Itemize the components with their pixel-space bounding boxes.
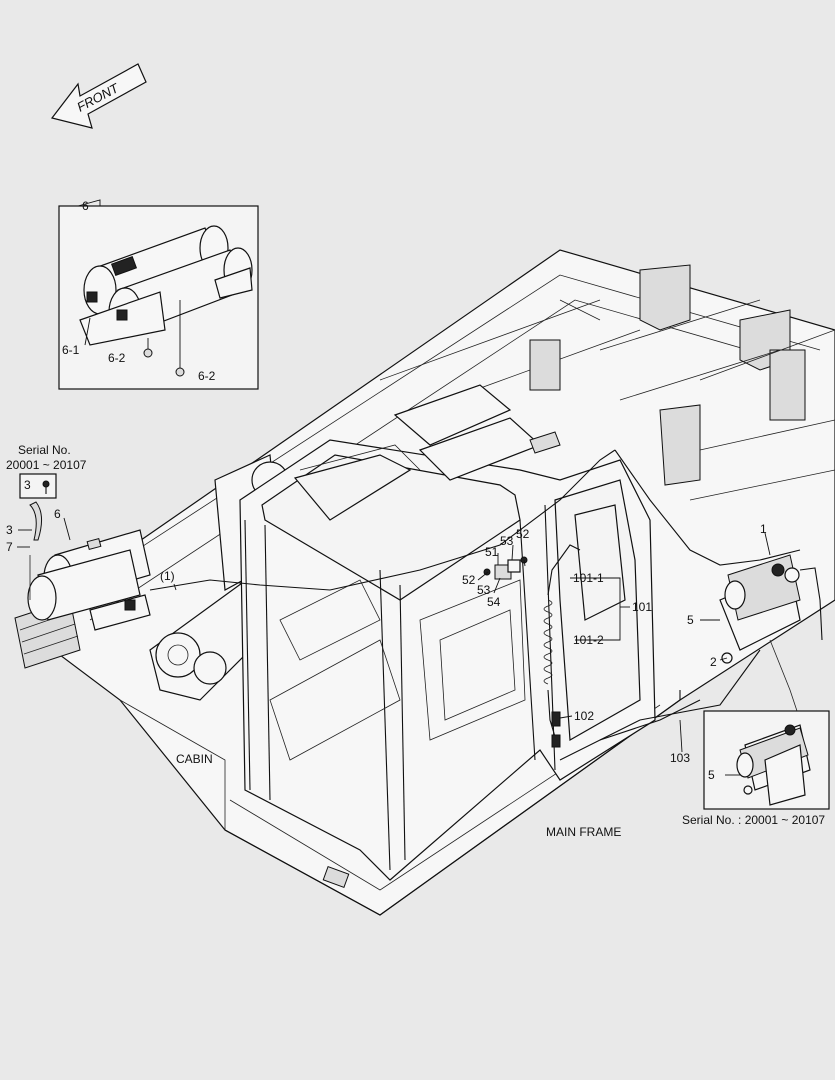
compressor-main: [719, 554, 823, 664]
callout-53a: 53: [500, 534, 514, 548]
air-lines: [149, 449, 801, 761]
callout-3: 3: [6, 523, 13, 537]
callout-101-2: 101-2: [573, 633, 604, 647]
inset-tank-label-top: 6: [82, 199, 89, 213]
inset-tank-label-6-2a: 6-2: [108, 351, 126, 365]
area-label-main-frame: MAIN FRAME: [546, 825, 621, 839]
callout-3-boxed: 3: [24, 478, 31, 492]
air-hose-coil: [543, 544, 581, 748]
callout-7: 7: [6, 540, 13, 554]
inset-compressor-serial: Serial No. : 20001 ~ 20107: [682, 813, 825, 827]
inset-compressor-label: 5: [708, 768, 715, 782]
callout-51: 51: [485, 545, 499, 559]
front-arrow: FRONT: [50, 63, 147, 129]
callout-5: 5: [687, 613, 694, 627]
callout-103: 103: [670, 751, 690, 765]
serial-left-line2: 20001 ~ 20107: [6, 458, 87, 472]
callout-101-1: 101-1: [573, 571, 604, 585]
serial-left-line1: Serial No.: [18, 443, 71, 457]
air-tank-main: [27, 529, 151, 631]
callout-53b: 53: [477, 583, 491, 597]
callout-paren-1: (1): [160, 569, 175, 583]
leader-lines: [17, 517, 771, 776]
inset-tank-label-6-2b: 6-2: [198, 369, 216, 383]
inset-tank-box: [58, 199, 259, 390]
callout-101: 101: [632, 600, 652, 614]
inset-compressor-box: [703, 710, 830, 810]
callout-1: 1: [760, 522, 767, 536]
valve-assembly: [483, 556, 528, 580]
inset-tank-label-6-1: 6-1: [62, 343, 80, 357]
callout-6: 6: [54, 507, 61, 521]
text-labels: 6 6-1 6-2 6-2 Serial No. 20001 ~ 20107 3…: [6, 199, 825, 839]
cabin-frame: [239, 384, 656, 888]
callout-54: 54: [487, 595, 501, 609]
callout-102: 102: [574, 709, 594, 723]
callout-52a: 52: [516, 527, 530, 541]
serial-left-box: [19, 473, 57, 541]
callout-2: 2: [710, 655, 717, 669]
area-label-cabin: CABIN: [176, 752, 213, 766]
callout-52b: 52: [462, 573, 476, 587]
